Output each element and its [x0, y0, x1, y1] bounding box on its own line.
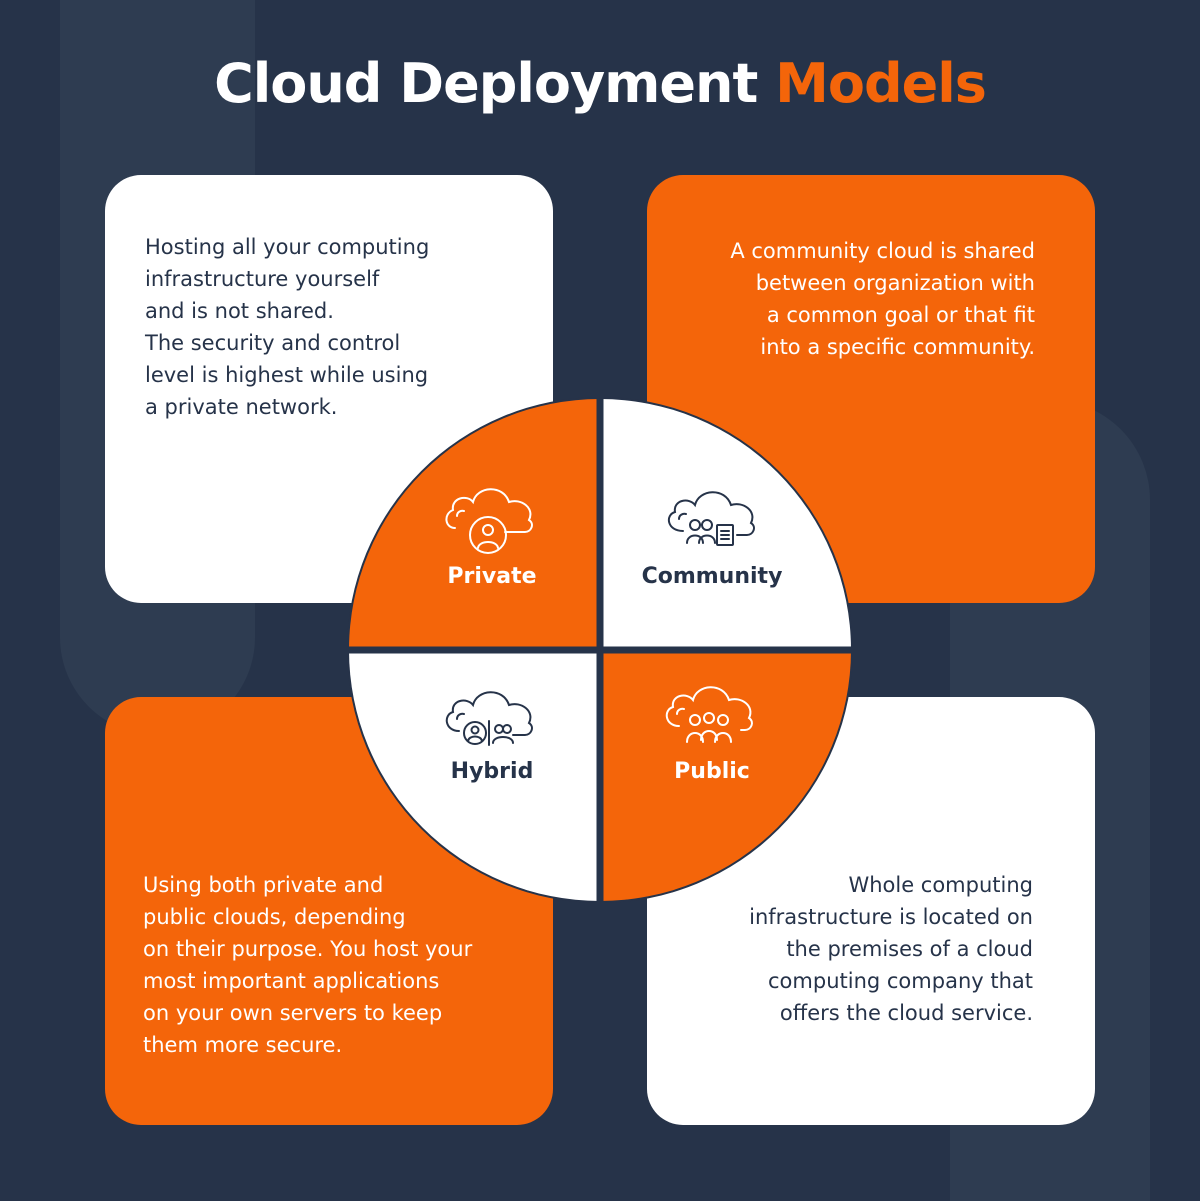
label-private: Private — [447, 564, 537, 589]
cloud-user-group-icon — [445, 691, 533, 746]
label-hybrid: Hybrid — [450, 759, 534, 784]
card-private-text: Hosting all your computing infrastructur… — [145, 235, 430, 419]
card-community-text: A community cloud is shared between orga… — [730, 239, 1035, 359]
card-public-text: Whole computing infrastructure is locate… — [749, 873, 1033, 1025]
cloud-group-document-icon — [667, 491, 755, 546]
page-title: Cloud Deployment Models — [0, 52, 1200, 115]
label-community: Community — [641, 564, 783, 589]
wheel-graphic — [345, 395, 855, 905]
quadrant-public — [600, 650, 851, 901]
title-main: Cloud Deployment — [214, 52, 758, 115]
cloud-crowd-icon — [665, 686, 753, 743]
card-hybrid: Using both private and public clouds, de… — [105, 697, 553, 1125]
deployment-wheel: Private Community Hybrid Public — [345, 395, 855, 905]
quadrant-hybrid — [349, 650, 600, 901]
cloud-user-icon — [445, 488, 533, 554]
card-hybrid-text: Using both private and public clouds, de… — [143, 873, 473, 1057]
title-accent: Models — [775, 52, 987, 115]
label-public: Public — [674, 759, 750, 784]
